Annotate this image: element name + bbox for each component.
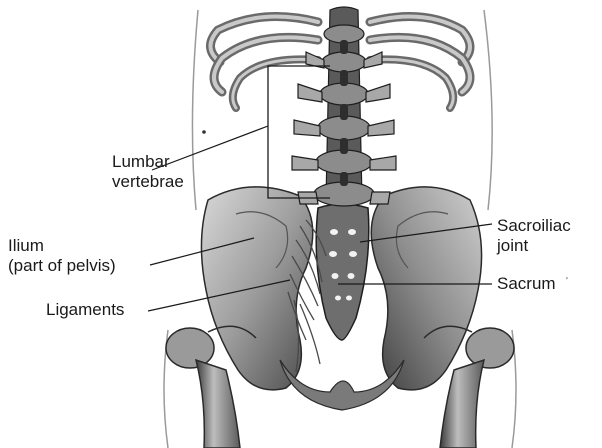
stray-tick-mark: ' <box>566 276 568 287</box>
label-lumbar-line1: Lumbar <box>112 152 184 172</box>
right-ilium <box>371 187 481 390</box>
left-ilium <box>201 187 312 390</box>
label-sacroiliac-line2: joint <box>497 236 571 256</box>
sacrum <box>316 204 369 340</box>
stray-dot <box>202 130 206 134</box>
label-sacroiliac-line1: Sacroiliac <box>497 216 571 236</box>
label-ilium: Ilium (part of pelvis) <box>8 236 116 276</box>
label-ilium-line2: (part of pelvis) <box>8 256 116 276</box>
label-lumbar-line2: vertebrae <box>112 172 184 192</box>
label-ligaments: Ligaments <box>46 300 124 320</box>
label-ilium-line1: Ilium <box>8 236 116 256</box>
label-sacroiliac-joint: Sacroiliac joint <box>497 216 571 256</box>
label-sacrum: Sacrum <box>497 274 556 294</box>
label-lumbar-vertebrae: Lumbar vertebrae <box>112 152 184 192</box>
